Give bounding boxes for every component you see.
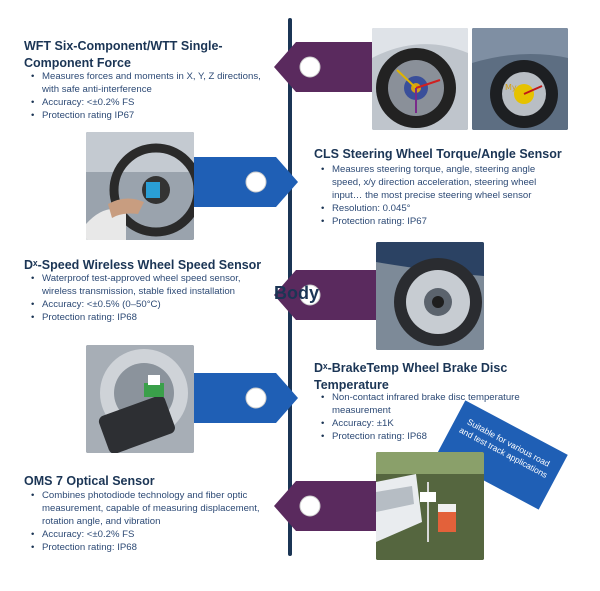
cls-bullet-list: Measures steering torque, angle, steerin… xyxy=(316,163,560,228)
wft-bullet: Accuracy: <±0.2% FS xyxy=(26,96,278,109)
cls-title: CLS Steering Wheel Torque/Angle Sensor xyxy=(314,147,562,161)
brake-temp-bullet: Accuracy: ±1K xyxy=(316,417,542,430)
brake-temp-bullet: Non-contact infrared brake disc temperat… xyxy=(316,391,542,417)
brake-temp-tag-arrow xyxy=(194,373,298,423)
oms7-title: OMS 7 Optical Sensor xyxy=(24,474,155,488)
cls-tag-arrow xyxy=(194,157,298,207)
dx-speed-bullet-list: Waterproof test-approved wheel speed sen… xyxy=(26,272,276,324)
oms7-bullet: Combines photodiode technology and fiber… xyxy=(26,489,270,528)
wft-bullet: Measures forces and moments in X, Y, Z d… xyxy=(26,70,278,96)
wheel-speed-photo xyxy=(376,242,484,350)
wft-title: WFT Six-Component/WTT Single-Component F… xyxy=(24,39,223,70)
optical-sensor-photo xyxy=(376,452,484,560)
steering-wheel-photo xyxy=(86,132,194,240)
wheel-force-photo-2: My xyxy=(472,28,568,130)
wft-bullet-list: Measures forces and moments in X, Y, Z d… xyxy=(26,70,278,122)
dx-speed-title: Dˣ-Speed Wireless Wheel Speed Sensor xyxy=(24,258,262,272)
brake-temp-title: Dˣ-BrakeTemp Wheel Brake Disc Temperatur… xyxy=(314,361,508,392)
oms7-bullet: Protection rating: IP68 xyxy=(26,541,270,554)
dx-speed-bullet: Protection rating: IP68 xyxy=(26,311,276,324)
oms7-bullet-list: Combines photodiode technology and fiber… xyxy=(26,489,270,554)
body-label: Body xyxy=(274,283,319,303)
wheel-label-my: My xyxy=(505,83,517,92)
brake-temp-photo xyxy=(86,345,194,453)
wft-tag-arrow xyxy=(274,42,374,92)
oms7-tag-arrow xyxy=(274,481,378,531)
wft-bullet: Protection rating IP67 xyxy=(26,109,278,122)
cls-bullet: Measures steering torque, angle, steerin… xyxy=(316,163,560,202)
dx-speed-bullet: Waterproof test-approved wheel speed sen… xyxy=(26,272,276,298)
wheel-force-photo-1 xyxy=(372,28,468,130)
cls-bullet: Protection rating: IP67 xyxy=(316,215,560,228)
cls-bullet: Resolution: 0.045° xyxy=(316,202,560,215)
brake-temp-bullet: Protection rating: IP68 xyxy=(316,430,542,443)
dx-speed-tag-arrow xyxy=(274,270,378,320)
dx-speed-bullet: Accuracy: <±0.5% (0–50°C) xyxy=(26,298,276,311)
brake-temp-bullet-list: Non-contact infrared brake disc temperat… xyxy=(316,391,542,443)
oms7-bullet: Accuracy: <±0.2% FS xyxy=(26,528,270,541)
